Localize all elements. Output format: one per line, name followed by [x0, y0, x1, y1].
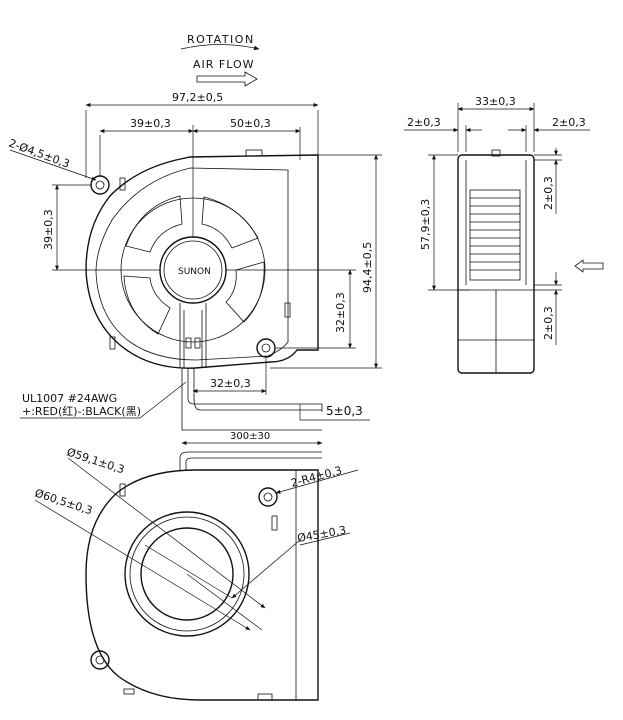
side-blade-stack: [469, 189, 521, 281]
rear-dim-diameter-opening: Ø60,5±0,3: [33, 486, 94, 517]
side-dim-left-offset: 2±0,3: [407, 116, 441, 129]
rear-dim-radius: 2-R4±0,3: [289, 464, 343, 490]
dim-overall-height: 94,4±0,5: [361, 242, 374, 293]
hub-label: SUNON: [178, 267, 211, 277]
rear-view: Ø59,1±0,3 Ø60,5±0,3 2-R4±0,3 Ø45±0,3: [33, 445, 359, 701]
rotation-label: ROTATION: [187, 33, 255, 46]
dim-bottom-horizontal: 32±0,3: [210, 377, 251, 390]
rear-housing-outline: [85, 469, 319, 701]
side-dim-width: 33±0,3: [475, 95, 516, 108]
airflow-indicator: AIR FLOW: [193, 58, 258, 87]
dim-hole: 2-Ø4,5±0,3: [7, 137, 71, 171]
rear-dim-diameter-outer: Ø59,1±0,3: [65, 445, 126, 476]
side-dim-upper-right: 2±0,3: [542, 176, 555, 210]
airflow-label: AIR FLOW: [193, 58, 255, 71]
side-dim-height: 57,9±0,3: [419, 199, 432, 250]
rotation-indicator: ROTATION: [180, 33, 260, 51]
front-housing-outline: [85, 154, 319, 369]
dim-left-vertical: 39±0,3: [42, 209, 55, 250]
dim-right-span: 50±0,3: [230, 117, 271, 130]
dim-wire-length: 300±30: [230, 431, 270, 442]
dim-left-span: 39±0,3: [130, 117, 171, 130]
dim-overall-width: 97,2±0,5: [172, 91, 223, 104]
wire-colors: +:RED(红)-:BLACK(黑): [22, 405, 141, 418]
dim-wire-strip: 5±0,3: [326, 404, 363, 418]
side-view: 33±0,3 2±0,3 2±0,3 57,9±0,3 2±0,3 2±0,3: [404, 95, 604, 374]
side-dim-right-offset: 2±0,3: [552, 116, 586, 129]
side-dim-lower-right: 2±0,3: [542, 306, 555, 340]
front-view: SUNON 97,2±0,5 39±0,3 50±0,3 2-Ø4,5±0,3 …: [7, 91, 382, 445]
wire-spec: UL1007 #24AWG: [22, 392, 117, 405]
rear-dim-diameter-inner: Ø45±0,3: [296, 524, 347, 545]
dim-lower-right-vertical: 32±0,3: [334, 292, 347, 333]
